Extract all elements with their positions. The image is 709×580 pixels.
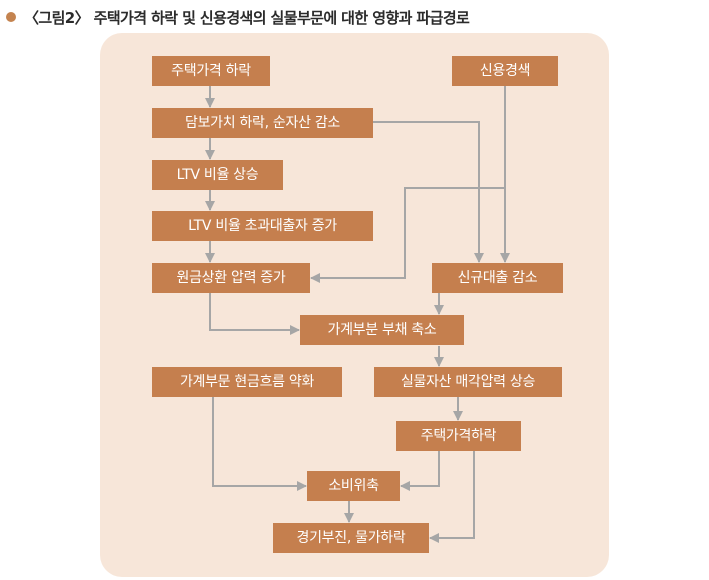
figure-title-text: 〈그림2〉 주택가격 하락 및 신용경색의 실물부문에 대한 영향과 파급경로 xyxy=(24,8,470,27)
arrow-repayment-to-debt xyxy=(209,293,300,335)
node-credit-crunch: 신용경색 xyxy=(452,56,558,86)
node-ltv-excess: LTV 비율 초과대출자 증가 xyxy=(152,211,373,241)
node-repayment-pressure: 원금상환 압력 증가 xyxy=(152,263,310,293)
bullet-icon xyxy=(6,12,16,22)
arrow-cashflow-to-consumption xyxy=(212,397,307,491)
node-consumption: 소비위축 xyxy=(307,471,400,501)
arrow-housing-to-consumption xyxy=(400,451,440,491)
node-ltv-rise: LTV 비율 상승 xyxy=(152,160,283,190)
figure-title: 〈그림2〉 주택가격 하락 및 신용경색의 실물부문에 대한 영향과 파급경로 xyxy=(6,6,470,28)
arrow-collateral-to-newloan xyxy=(373,121,484,263)
node-new-loan-decline: 신규대출 감소 xyxy=(432,263,563,293)
node-asset-sale: 실물자산 매각압력 상승 xyxy=(374,367,562,397)
node-recession: 경기부진, 물가하락 xyxy=(273,523,429,553)
node-cashflow-weak: 가계부문 현금흐름 약화 xyxy=(152,367,342,397)
arrow-credit-to-repayment xyxy=(310,187,505,283)
node-collateral-fall: 담보가치 하락, 순자산 감소 xyxy=(152,108,373,138)
arrow-housing-to-recession xyxy=(429,451,475,543)
node-household-debt: 가계부분 부채 축소 xyxy=(300,315,464,345)
node-housing-price: 주택가격하락 xyxy=(396,421,521,451)
node-housing-price-fall: 주택가격 하락 xyxy=(152,56,270,86)
